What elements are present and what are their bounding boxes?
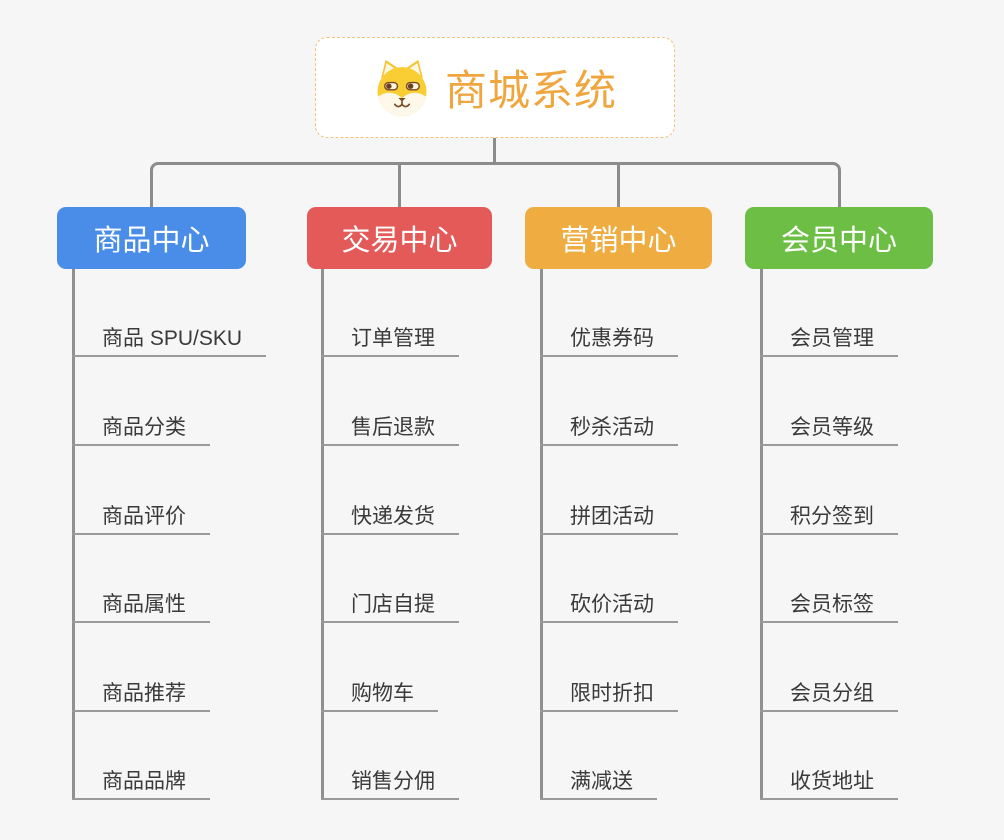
root-topic-title: 商城系统 [444,67,617,114]
leaf-topic[interactable]: 会员等级 [760,412,898,446]
leaf-topic[interactable]: 会员标签 [760,589,898,623]
leaf-topic[interactable]: 优惠券码 [540,323,678,357]
leaf-topic[interactable]: 拼团活动 [540,501,678,535]
branch-connector-drop-3 [617,165,620,207]
leaf-topic[interactable]: 销售分佣 [321,766,459,800]
branch-topic-3[interactable]: 营销中心 [525,207,712,269]
leaf-topic[interactable]: 快递发货 [321,501,459,535]
branch-topic-4[interactable]: 会员中心 [745,207,933,269]
branch-connector-drop-2 [398,165,401,207]
root-connector-stub [493,138,496,163]
branch-topic-label: 商品中心 [93,225,210,257]
leaf-topic[interactable]: 砍价活动 [540,589,678,623]
leaf-topic[interactable]: 门店自提 [321,589,459,623]
leaf-topic[interactable]: 商品推荐 [72,678,210,712]
leaf-topic[interactable]: 商品 SPU/SKU [72,323,267,357]
leaf-topic[interactable]: 收货地址 [760,766,898,800]
branch-topic-label: 会员中心 [780,225,897,257]
leaf-topic[interactable]: 商品属性 [72,589,210,623]
leaf-topic[interactable]: 售后退款 [321,412,459,446]
leaf-topic[interactable]: 限时折扣 [540,678,678,712]
branch-topic-2[interactable]: 交易中心 [307,207,492,269]
leaf-topic[interactable]: 秒杀活动 [540,412,678,446]
branch-connector-bus [150,162,841,207]
leaf-topic[interactable]: 订单管理 [321,323,459,357]
root-topic[interactable]: 商城系统 [315,37,675,138]
leaf-topic[interactable]: 商品分类 [72,412,210,446]
branch-topic-1[interactable]: 商品中心 [57,207,246,269]
branch-topic-label: 交易中心 [341,225,458,257]
leaf-topic[interactable]: 商品品牌 [72,766,210,800]
branch-topic-label: 营销中心 [560,225,677,257]
shiba-dog-icon [377,59,427,116]
leaf-topic[interactable]: 购物车 [321,678,438,712]
leaf-topic[interactable]: 会员分组 [760,678,898,712]
leaf-topic[interactable]: 满减送 [540,766,657,800]
leaf-topic[interactable]: 积分签到 [760,501,898,535]
leaf-topic[interactable]: 会员管理 [760,323,898,357]
leaf-topic[interactable]: 商品评价 [72,501,210,535]
